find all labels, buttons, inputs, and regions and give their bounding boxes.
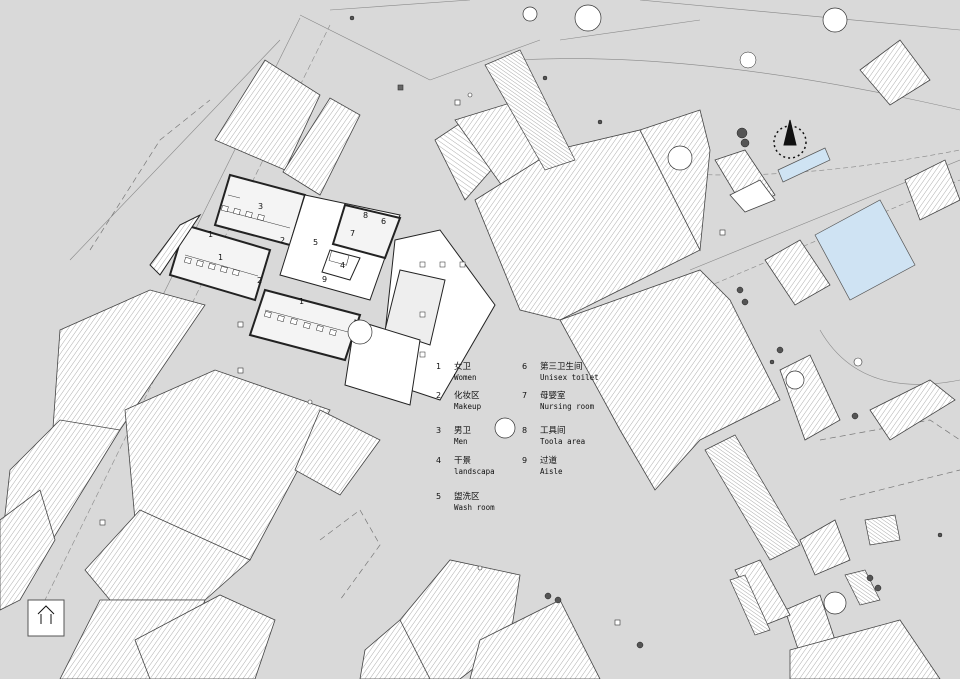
room-label: 5 <box>313 238 319 247</box>
legend-number: 1 <box>436 362 442 371</box>
legend-label-en: Makeup <box>454 402 482 411</box>
shrub-icon <box>349 15 943 649</box>
site-markers <box>99 84 863 626</box>
legend-label-cn: 工具间 <box>540 426 566 436</box>
stairs <box>484 49 901 636</box>
room-label: 4 <box>340 261 346 270</box>
legend-label-cn: 过道 <box>540 456 558 466</box>
legend-number: 8 <box>522 426 528 435</box>
legend-label-cn: 第三卫生间 <box>540 362 583 372</box>
legend-label-cn: 化妆区 <box>454 391 480 401</box>
room-label: 7 <box>350 229 356 238</box>
room-label: 2 <box>257 276 263 285</box>
legend-number: 6 <box>522 362 528 371</box>
compass-north-icon <box>773 119 807 159</box>
legend-number: 5 <box>436 492 442 501</box>
legend-label-cn: 盥洗区 <box>454 492 480 502</box>
buildings <box>0 39 960 679</box>
room-label: 1 <box>208 230 214 239</box>
toilet-block <box>149 173 496 406</box>
dashed-boundaries <box>89 99 960 601</box>
legend-label-en: Women <box>454 373 477 382</box>
legend-label-cn: 干景 <box>454 456 472 466</box>
room-label: 3 <box>258 202 264 211</box>
legend-label-cn: 男卫 <box>454 426 472 436</box>
legend-label-cn: 女卫 <box>454 362 472 372</box>
water <box>777 147 916 301</box>
legend-label-en: Nursing room <box>540 402 595 411</box>
room-label: 1 <box>218 253 224 262</box>
pavilion-symbol-icon <box>27 599 65 637</box>
room-label: 6 <box>381 217 387 226</box>
legend-number: 7 <box>522 391 528 400</box>
legend-label-en: landscapa <box>454 467 495 476</box>
legend-label-en: Men <box>454 437 468 446</box>
legend-number: 3 <box>436 426 442 435</box>
tree-icon <box>347 4 848 615</box>
room-label: 9 <box>322 275 328 284</box>
legend-number: 9 <box>522 456 528 465</box>
room-label: 8 <box>363 211 369 220</box>
legend-number: 4 <box>436 456 442 465</box>
room-label: 1 <box>299 297 305 306</box>
room-label: 2 <box>280 236 286 245</box>
legend-label-cn: 母婴室 <box>540 391 566 401</box>
legend-label-en: Aisle <box>540 467 563 476</box>
legend-label-en: Wash room <box>454 503 495 512</box>
legend-number: 2 <box>436 391 442 400</box>
legend-label-en: Unisex toilet <box>540 373 599 382</box>
legend-label-en: Toola area <box>540 437 586 446</box>
